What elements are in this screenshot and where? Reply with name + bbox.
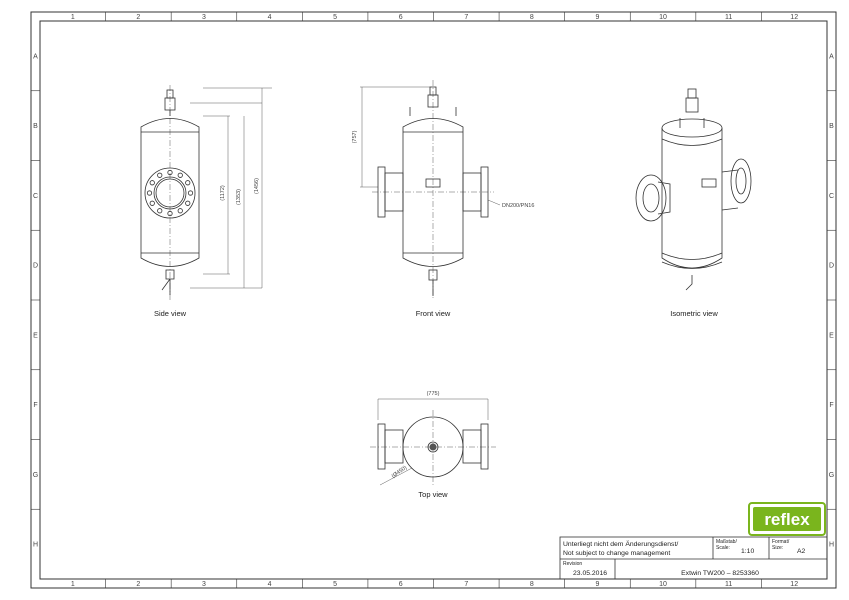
part-number: Extwin TW200 – 8253360: [681, 570, 759, 577]
front-dim-height: (757): [352, 130, 358, 143]
notice-en: Not subject to change management: [563, 550, 670, 557]
revision-date: 23.05.2016: [573, 570, 607, 577]
grid-col-bottom-1: 1: [71, 581, 75, 588]
top-dim-width: (775): [427, 391, 440, 397]
front-flange-label: DN200/PN16: [502, 203, 534, 209]
scale-header2: Scale:: [716, 545, 730, 551]
notice-de: Unterliegt nicht dem Änderungsdienst/: [563, 540, 678, 548]
grid-col-bottom-5: 5: [333, 581, 337, 588]
grid-row-left-B: B: [33, 123, 38, 130]
title-block: [559, 536, 828, 580]
grid-col-top-1: 1: [71, 14, 75, 21]
flange-bolt-hole: [187, 190, 194, 196]
flange-bolt-hole: [185, 180, 191, 186]
grid-col-top-5: 5: [333, 14, 337, 21]
side-view: [140, 85, 272, 300]
flange-bolt-hole: [177, 172, 183, 178]
grid-col-bottom-8: 8: [530, 581, 534, 588]
grid-col-top-2: 2: [136, 14, 140, 21]
grid-row-right-C: C: [829, 193, 834, 200]
grid-col-bottom-4: 4: [268, 581, 272, 588]
grid-col-bottom-3: 3: [202, 581, 206, 588]
flange-bolt-hole: [185, 200, 191, 206]
flange-bolt-hole: [149, 200, 155, 206]
grid-row-left-C: C: [33, 193, 38, 200]
scale-value: 1:10: [741, 548, 754, 555]
grid-row-right-E: E: [829, 332, 834, 339]
side-dim-2: (1353): [236, 189, 242, 205]
grid-row-left-A: A: [33, 53, 38, 60]
grid-col-bottom-2: 2: [136, 581, 140, 588]
grid-col-top-8: 8: [530, 14, 534, 21]
side-dim-3: (1456): [254, 178, 260, 194]
flange-bolt-hole: [157, 208, 163, 214]
format-header2: Size:: [772, 545, 783, 551]
format-header: Format/: [772, 539, 790, 545]
format-value: A2: [797, 548, 806, 555]
grid-col-top-10: 10: [659, 14, 667, 21]
grid-row-right-B: B: [829, 123, 834, 130]
flange-bolt-hole: [146, 190, 153, 196]
front-view: [360, 80, 501, 300]
flange-bolt-hole: [177, 208, 183, 214]
grid-col-top-9: 9: [596, 14, 600, 21]
grid-row-left-G: G: [33, 472, 38, 479]
grid-row-left-D: D: [33, 263, 38, 270]
grid-col-top-7: 7: [464, 14, 468, 21]
top-view: [370, 398, 496, 486]
grid-col-top-4: 4: [268, 14, 272, 21]
grid-row-right-F: F: [829, 402, 833, 409]
grid-row-right-D: D: [829, 263, 834, 270]
grid-col-top-11: 11: [725, 14, 732, 21]
grid-col-bottom-10: 10: [659, 581, 667, 588]
isometric-view-label: Isometric view: [670, 309, 718, 318]
top-dim-diam: (Ø450): [391, 465, 409, 480]
revision-label: Revision: [563, 561, 582, 567]
grid-col-bottom-7: 7: [464, 581, 468, 588]
grid-col-bottom-6: 6: [399, 581, 403, 588]
grid-row-right-G: G: [829, 472, 834, 479]
flange-bolt-hole: [157, 172, 163, 178]
grid-col-top-6: 6: [399, 14, 403, 21]
side-dim-1: (1172): [220, 185, 226, 201]
top-view-label: Top view: [418, 490, 448, 499]
top-vent-dot: [429, 443, 437, 451]
grid-row-left-E: E: [33, 332, 38, 339]
grid-row-left-H: H: [33, 542, 38, 549]
grid-row-right-A: A: [829, 53, 834, 60]
grid-row-left-F: F: [33, 402, 37, 409]
grid-col-bottom-9: 9: [596, 581, 600, 588]
grid-col-bottom-11: 11: [725, 581, 732, 588]
grid-col-bottom-12: 12: [790, 581, 798, 588]
scale-header: Maßstab/: [716, 539, 737, 545]
flange-bolt-hole: [149, 180, 155, 186]
front-view-label: Front view: [416, 309, 451, 318]
svg-text:reflex: reflex: [764, 510, 810, 529]
grid-col-top-3: 3: [202, 14, 206, 21]
isometric-view: [635, 88, 752, 291]
grid-col-top-12: 12: [790, 14, 798, 21]
reflex-logo: reflex: [748, 502, 826, 536]
side-view-label: Side view: [154, 309, 187, 318]
grid-row-right-H: H: [829, 542, 834, 549]
outer-frame: [30, 11, 837, 589]
